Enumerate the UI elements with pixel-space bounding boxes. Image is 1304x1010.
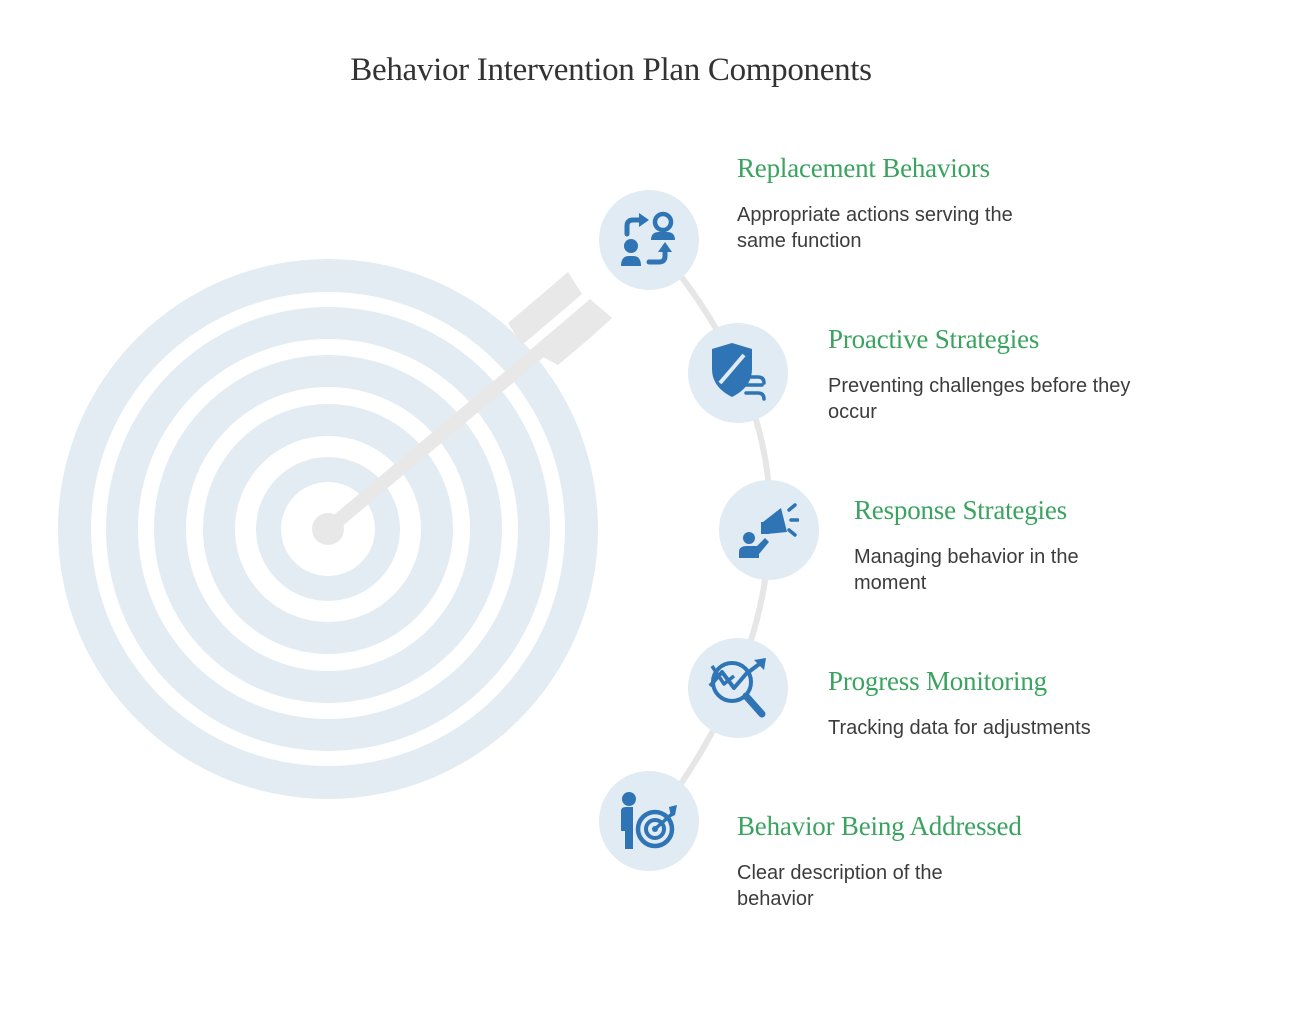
item-title-behavior-being-addressed: Behavior Being Addressed [737, 811, 1022, 841]
item-desc-replacement-behaviors: Appropriate actions serving the same fun… [737, 204, 1013, 252]
item-desc-proactive-strategies: Preventing challenges before they occur [828, 375, 1131, 423]
item-title-proactive-strategies: Proactive Strategies [828, 324, 1040, 354]
replacement-behaviors-icon-circle [599, 190, 699, 290]
behavior-being-addressed-icon-circle [599, 771, 699, 871]
item-title-replacement-behaviors: Replacement Behaviors [737, 153, 990, 183]
person-target-icon [621, 792, 677, 849]
item-desc-response-strategies: Managing behavior in the moment [854, 546, 1079, 594]
shield-wind-icon [712, 343, 766, 401]
item-title-progress-monitoring: Progress Monitoring [828, 666, 1047, 696]
response-strategies-icon-circle [719, 480, 819, 580]
item-desc-behavior-being-addressed: Clear description of the behavior [737, 862, 943, 910]
megaphone-person-icon [739, 503, 799, 558]
item-title-response-strategies: Response Strategies [854, 495, 1067, 525]
chart-magnifier-icon [708, 658, 766, 718]
progress-monitoring-icon-circle [688, 638, 788, 738]
page-title: Behavior Intervention Plan Components [350, 52, 872, 88]
arrow [312, 272, 612, 545]
proactive-strategies-icon-circle [688, 323, 788, 423]
person-swap-icon [621, 211, 675, 266]
item-desc-progress-monitoring: Tracking data for adjustments [828, 717, 1091, 739]
